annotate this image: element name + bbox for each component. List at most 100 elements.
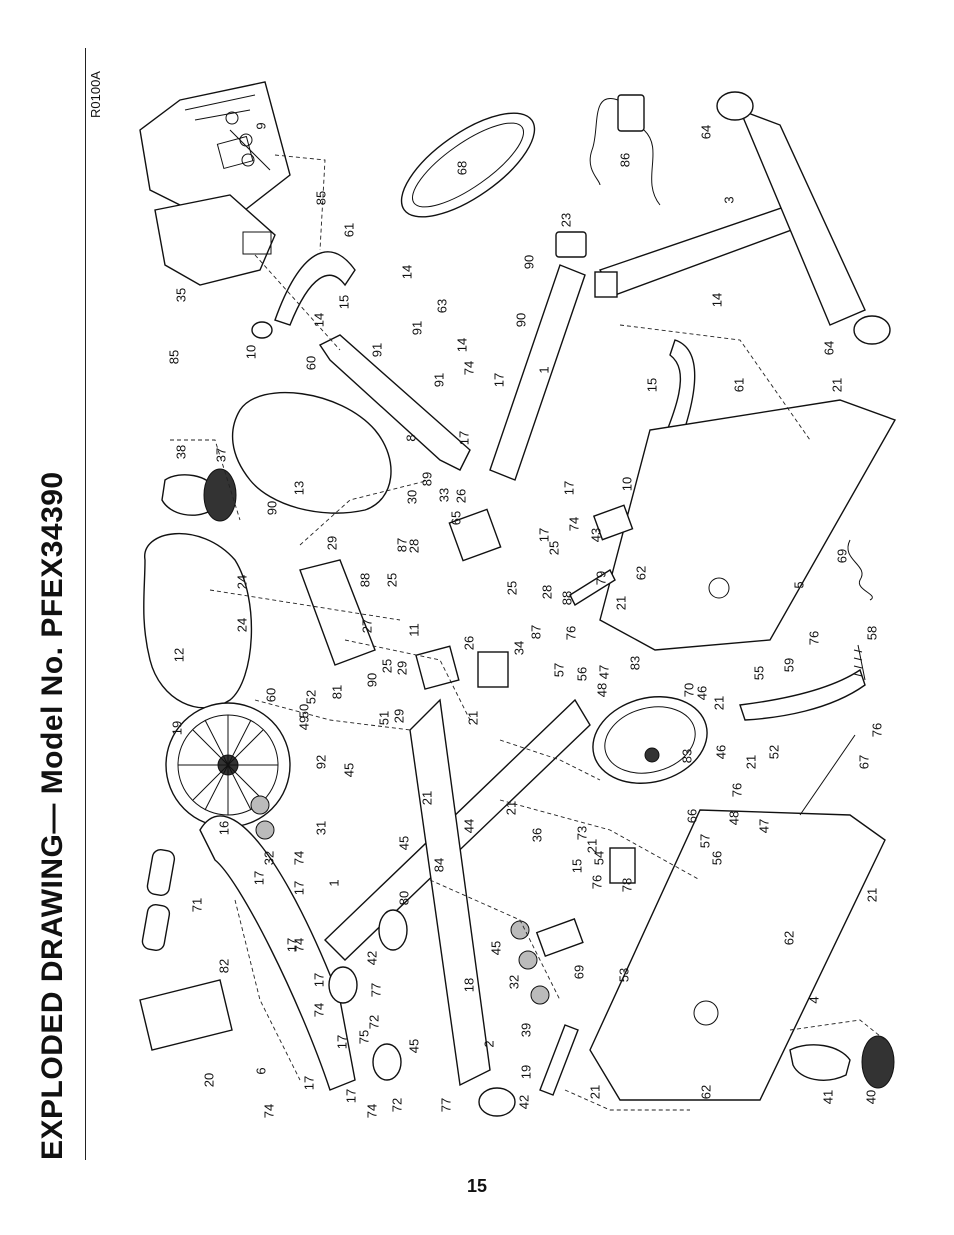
callout-label: 25 [379,659,394,673]
callout-label: 37 [213,448,228,462]
bracket-26b [415,645,460,690]
wire-harness-69 [847,539,873,601]
callout-label: 31 [313,821,328,835]
callout-label: 38 [173,445,188,459]
callout-label: 1 [326,879,341,886]
callout-label: 8 [403,434,418,441]
callout-label: 21 [864,888,879,902]
callout-label: 92 [313,755,328,769]
callout-label: 74 [261,1104,276,1118]
callout-label: 78 [619,878,634,892]
callout-label: 17 [334,1035,349,1049]
callout-label: 90 [521,255,536,269]
callout-label: 61 [731,378,746,392]
callout-label: 23 [558,213,573,227]
callout-label: 84 [431,858,446,872]
callout-label: 32 [506,975,521,989]
callout-label: 15 [644,378,659,392]
callout-label: 52 [766,745,781,759]
callout-label: 12 [171,648,186,662]
callout-label: 89 [419,472,434,486]
end-cap [328,966,358,1004]
flywheel [165,702,291,828]
assembly-lines [170,154,886,1111]
callout-label: 77 [438,1098,453,1112]
callout-label: 76 [806,631,821,645]
callout-label: 24 [234,618,249,632]
callout-label: 76 [729,783,744,797]
page-number: 15 [466,1176,488,1196]
callout-label: 45 [396,836,411,850]
callout-label: 64 [821,341,836,355]
callout-label: 77 [368,983,383,997]
callout-label: 58 [864,626,879,640]
callout-label: 20 [201,1073,216,1087]
callout-label: 74 [364,1104,379,1118]
callout-label: 51 [376,711,391,725]
main-frame [489,264,586,481]
callout-label: 25 [504,581,519,595]
callout-label: 86 [617,153,632,167]
callout-label: 62 [698,1085,713,1099]
callout-label: 17 [284,938,299,952]
wheel-upper [378,909,408,951]
callout-label: 14 [454,338,469,352]
callout-label: 25 [546,541,561,555]
callout-label: 40 [863,1090,878,1104]
callout-label: 35 [173,288,188,302]
callout-label: 17 [536,528,551,542]
callout-label: 88 [559,591,574,605]
callout-label: 50 [296,704,311,718]
callout-label: 52 [303,690,318,704]
console-cover [139,979,233,1051]
callout-label: 19 [169,721,184,735]
callout-label: 28 [406,539,421,553]
callout-label: 45 [341,763,356,777]
bearing-lower-2 [518,950,538,970]
power-adapter [589,94,661,206]
callout-label: 14 [311,313,326,327]
callout-label: 91 [409,321,424,335]
callout-label: 28 [539,585,554,599]
callout-label: 47 [756,819,771,833]
callout-label: 73 [574,826,589,840]
callout-label: 46 [694,686,709,700]
spring-58 [853,644,866,681]
callout-label: 64 [698,125,713,139]
callout-label: 66 [684,809,699,823]
bracket-34 [477,651,509,688]
callout-label: 85 [313,191,328,205]
callout-label: 49 [296,716,311,730]
drive-belt [400,112,536,218]
callout-label: 60 [303,356,318,370]
callout-label: 9 [253,122,268,129]
lower-handlebar-frame [199,815,356,1091]
callout-label: 21 [829,378,844,392]
callout-label: 57 [697,834,712,848]
seat-back [231,391,392,514]
guard-59 [739,668,866,721]
callout-label: 83 [679,749,694,763]
callout-label: 33 [436,488,451,502]
callout-label: 83 [627,656,642,670]
callout-label: 43 [588,528,603,542]
callout-label: 72 [366,1015,381,1029]
callout-label: 15 [569,859,584,873]
callout-label: 81 [329,685,344,699]
bearing-lower-3 [530,985,550,1005]
callout-label: 15 [336,295,351,309]
callout-label: 57 [551,663,566,677]
callout-label: 24 [234,575,249,589]
callout-label: 29 [394,661,409,675]
callout-label: 82 [216,959,231,973]
callout-label: 76 [589,875,604,889]
right-shroud [599,399,897,651]
callout-label: 76 [563,626,578,640]
title-rule [85,48,86,1160]
callout-label: 90 [513,313,528,327]
callout-label: 90 [264,501,279,515]
callout-label: 72 [389,1098,404,1112]
bracket-23 [555,231,587,258]
callout-label: 60 [263,688,278,702]
callout-label: 91 [431,373,446,387]
